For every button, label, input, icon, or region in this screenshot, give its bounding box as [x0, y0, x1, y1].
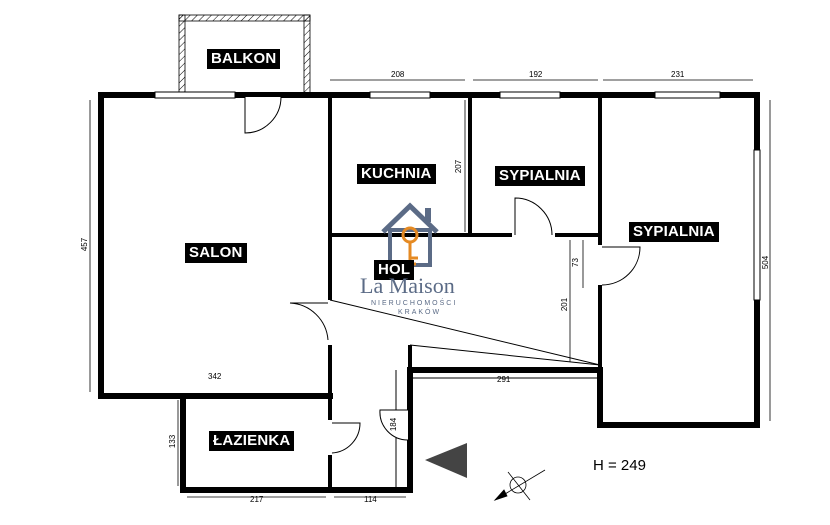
inner-lines [329, 299, 601, 490]
dimension-wc-width: 114 [364, 495, 377, 504]
dimension-passage-height: 184 [389, 417, 399, 432]
dimension-hol-height: 201 [560, 297, 570, 312]
dimension-sypialnia-2-height: 504 [761, 255, 771, 270]
logo-subtitle-1: NIERUCHOMOŚCI [371, 300, 458, 307]
room-label-sypialnia-2: SYPIALNIA [629, 222, 719, 242]
logo-subtitle-2: KRAKÓW [398, 309, 442, 316]
dimension-salon-width: 342 [208, 372, 222, 381]
interior-walls [328, 95, 602, 490]
room-label-hol: HOL [374, 260, 415, 280]
dimension-kuchnia-height: 207 [454, 159, 464, 174]
dimension-sypialnia-2-width: 231 [671, 70, 685, 79]
dimension-hol-segment: 73 [570, 258, 580, 267]
dimension-lazienka-height: 133 [168, 434, 178, 449]
entrance-arrow-icon [425, 443, 467, 478]
dimension-salon-height: 457 [80, 237, 90, 252]
doors [244, 96, 641, 454]
windows [154, 91, 761, 301]
dimension-hol-width: 291 [497, 375, 511, 384]
room-label-sypialnia-1: SYPIALNIA [495, 166, 585, 186]
dimension-lines [89, 79, 771, 498]
dimension-sypialnia-1-width: 192 [529, 70, 543, 79]
room-label-balkon: BALKON [207, 49, 281, 69]
logo-name: La Maison [360, 273, 455, 298]
north-arrow-icon [493, 469, 546, 501]
room-label-salon: SALON [185, 243, 247, 263]
dimension-kuchnia-width: 208 [391, 70, 405, 79]
dimension-lazienka-width: 217 [250, 495, 264, 504]
room-label-lazienka: ŁAZIENKA [209, 431, 295, 451]
room-label-kuchnia: KUCHNIA [357, 164, 436, 184]
ceiling-height-label: H = 249 [593, 457, 646, 474]
